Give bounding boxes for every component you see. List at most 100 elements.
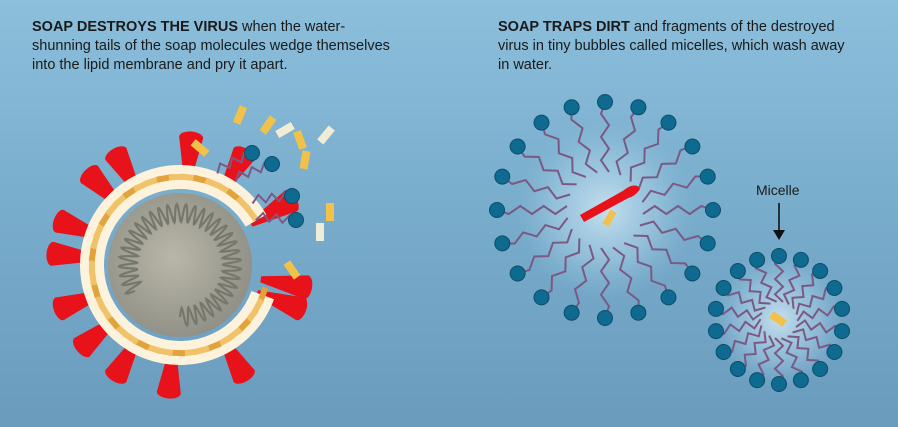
membrane-fragment [602, 209, 617, 227]
soap-molecule-tail [639, 220, 709, 245]
membrane-fragment [283, 260, 301, 280]
micelle-small [707, 248, 851, 392]
soap-molecule-tail [722, 287, 766, 312]
soap-molecule-head [792, 251, 809, 268]
membrane-fragment [293, 130, 307, 150]
soap-molecule-tail [517, 228, 573, 275]
soap-molecule-head [509, 265, 526, 282]
membrane-tile [89, 257, 95, 273]
soap-molecule-head [597, 94, 613, 110]
soap-molecule-tail [629, 121, 670, 182]
virus-spike [260, 275, 309, 300]
soap-molecule-head [684, 138, 701, 155]
soap-molecule-head [264, 156, 280, 172]
soap-molecule-head [684, 265, 701, 282]
soap-molecule-tail [736, 270, 771, 305]
virus-spike-tip [46, 241, 59, 266]
soap-molecule-tail [723, 325, 763, 353]
soap-molecule-head [715, 280, 732, 296]
caption-soap-destroys-virus: SOAP DESTROYS THE VIRUS when the water-s… [32, 18, 392, 75]
soap-molecule-tail [737, 331, 767, 370]
soap-molecule-head [660, 289, 677, 306]
soap-molecule-head [533, 289, 550, 306]
soap-molecule-tail [773, 255, 785, 303]
soap-molecule-head [812, 361, 829, 378]
soap-molecule-head [707, 300, 724, 317]
soap-molecule-tail [516, 145, 577, 186]
virus-spike-tip [72, 337, 91, 358]
virus-spike-tip [293, 297, 308, 321]
soap-molecule-tail [773, 337, 785, 385]
soap-molecule-head [826, 280, 843, 296]
soap-molecule-head [707, 323, 724, 340]
soap-molecule-head [288, 212, 304, 228]
membrane-tile [168, 173, 186, 181]
soap-molecule-head [630, 99, 647, 116]
membrane-fragment [259, 115, 277, 135]
soap-molecule-head [284, 188, 300, 204]
soap-molecule-head [834, 323, 851, 340]
soap-molecule-tail [715, 306, 763, 321]
soap-molecule-head [630, 304, 647, 321]
soap-molecule-head [699, 168, 716, 185]
soap-molecule-tail [754, 259, 778, 303]
soap-molecule-head [699, 235, 716, 252]
virus-spike-tip [299, 275, 313, 300]
soap-molecule-tail [756, 335, 776, 381]
micelle-arrow-head [773, 230, 785, 240]
soap-molecule-head [509, 138, 526, 155]
virus-spike-tip [80, 165, 99, 184]
soap-molecule-tail [792, 328, 836, 353]
soap-molecule-tail [501, 175, 571, 200]
soap-molecule-tail [540, 238, 581, 299]
membrane-fragments [190, 105, 335, 280]
membrane-fragment [299, 150, 311, 170]
membrane-fragment [232, 105, 248, 125]
micelle-label: Micelle [756, 182, 800, 198]
caption-right-heading: SOAP TRAPS DIRT [498, 19, 630, 35]
soap-molecule-head [826, 344, 843, 360]
soap-molecule-tail [599, 101, 611, 173]
soap-molecule-tail [496, 204, 568, 216]
caption-left-heading: SOAP DESTROYS THE VIRUS [32, 19, 238, 35]
soap-molecule-tail [570, 107, 598, 174]
soap-molecule-head [834, 300, 851, 317]
membrane-fragment [316, 223, 324, 241]
soap-molecule-tail [641, 175, 708, 203]
soap-molecule-head [812, 262, 829, 279]
membrane-fragment [275, 122, 295, 138]
soap-molecule-head [489, 202, 505, 218]
virus-spike-tip [105, 367, 127, 384]
soap-molecule-tail [623, 242, 670, 298]
soap-molecule-head [771, 376, 787, 392]
membrane-tile [244, 205, 259, 222]
soap-molecule-head [715, 344, 732, 360]
soap-molecule-head [563, 304, 580, 321]
soap-molecule-tail [795, 287, 835, 315]
virus-spike-fragment-tip [620, 185, 640, 199]
membrane-fragment [190, 139, 210, 157]
soap-molecule-tail [637, 145, 693, 192]
soap-molecules-attacking [216, 145, 304, 228]
virus-spike-tip [52, 297, 67, 321]
soap-molecule-head [244, 145, 260, 161]
caption-left-text: when the water-shunning tails of the soa… [32, 19, 390, 73]
soap-molecule-tail [791, 270, 821, 309]
soap-molecule-head [705, 202, 721, 218]
soap-molecule-head [494, 168, 511, 185]
virus-spike-tip [52, 209, 67, 233]
soap-molecule-head [729, 262, 746, 279]
soap-molecule-tail [599, 247, 611, 319]
soap-molecule-tail [570, 244, 595, 314]
membrane-fragment [326, 203, 334, 221]
soap-molecule-head [771, 248, 787, 264]
soap-molecule-tail [787, 335, 822, 370]
soap-molecule-head [749, 251, 766, 268]
soap-molecule-tail [715, 318, 762, 335]
soap-molecule-tail [796, 305, 843, 322]
soap-molecule-tail [642, 204, 714, 216]
virus-spike-tip [105, 146, 127, 163]
soap-molecule-head [494, 235, 511, 252]
